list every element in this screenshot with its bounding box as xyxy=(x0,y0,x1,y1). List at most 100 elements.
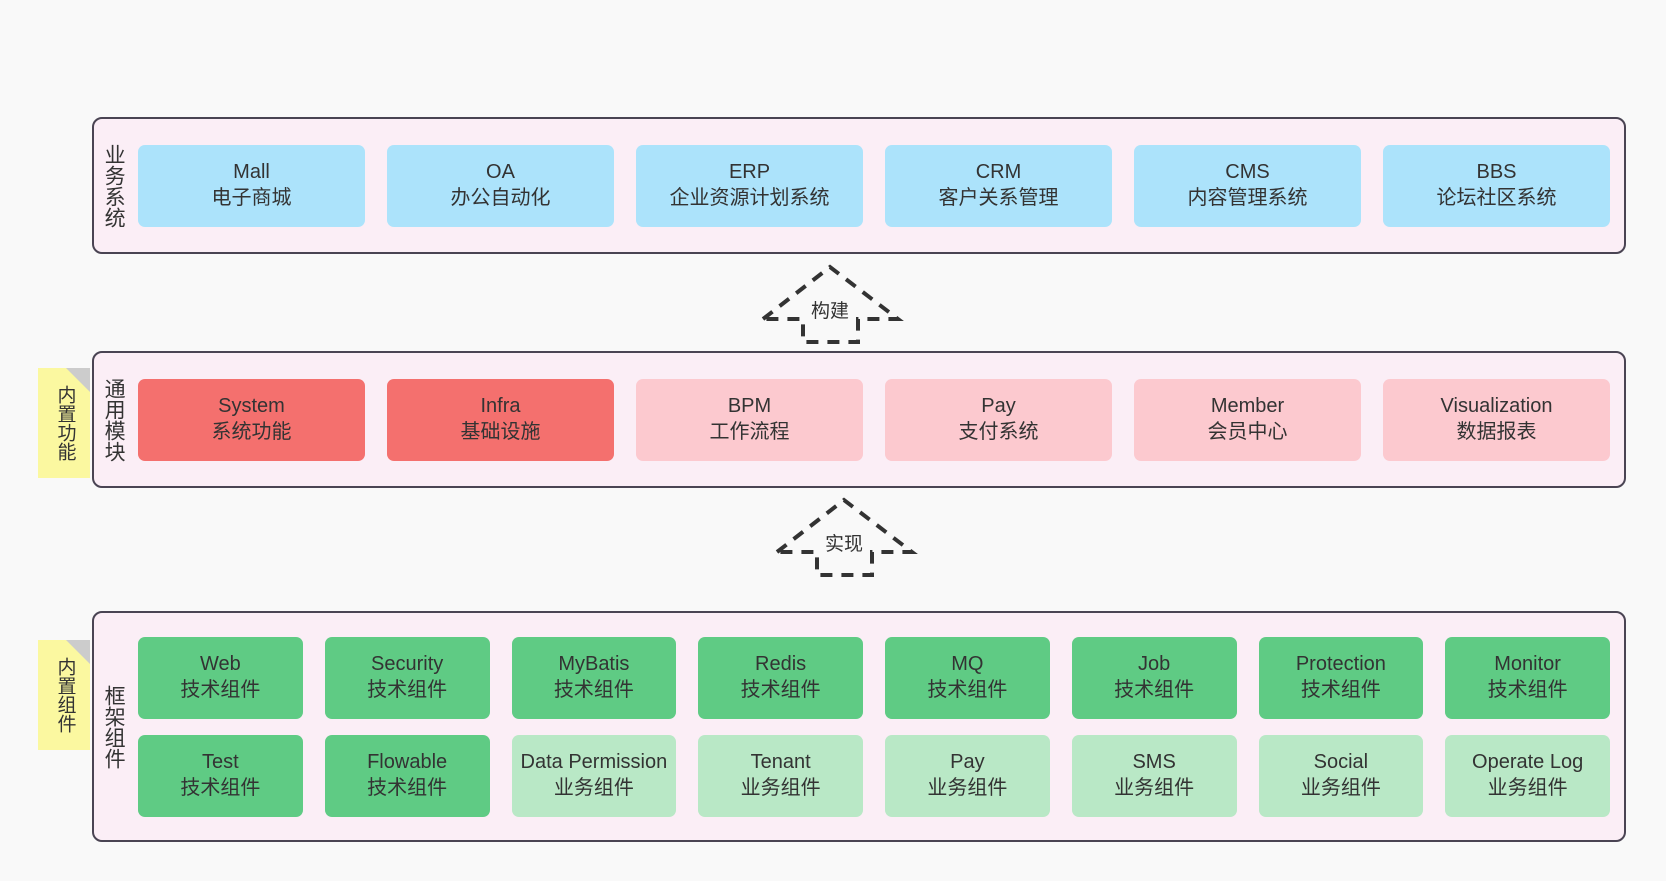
node-title: CRM xyxy=(975,160,1022,183)
node-title: Tenant xyxy=(750,750,811,773)
node-title: BPM xyxy=(727,394,772,417)
node-title: ERP xyxy=(728,160,771,183)
node-operate-log[interactable]: Operate Log 业务组件 xyxy=(1445,734,1610,817)
node-subtitle: 业务组件 xyxy=(927,776,1008,799)
node-subtitle: 技术组件 xyxy=(367,776,448,799)
sticky-note-label: 内置组件 xyxy=(54,657,76,733)
sticky-note-builtin-components[interactable]: 内置组件 xyxy=(38,640,90,750)
node-infra[interactable]: Infra 基础设施 xyxy=(387,378,614,461)
node-mybatis[interactable]: MyBatis 技术组件 xyxy=(511,636,677,719)
node-title: Monitor xyxy=(1494,652,1561,675)
node-subtitle: 会员中心 xyxy=(1207,420,1288,443)
layer-common-modules: 通用模块 System 系统功能 Infra 基础设施 BPM 工作流程 Pay… xyxy=(92,351,1626,488)
layer-body-framework-components: Web 技术组件 Security 技术组件 MyBatis 技术组件 Redi… xyxy=(132,613,1624,840)
node-protection[interactable]: Protection 技术组件 xyxy=(1258,636,1424,719)
sticky-note-label: 内置功能 xyxy=(54,385,76,461)
node-title: Pay xyxy=(981,394,1016,417)
node-mall[interactable]: Mall 电子商城 xyxy=(138,144,365,227)
node-subtitle: 办公自动化 xyxy=(450,186,551,209)
implement-arrow-shape xyxy=(771,497,918,577)
node-title: Member xyxy=(1210,394,1285,417)
node-flowable[interactable]: Flowable 技术组件 xyxy=(324,734,490,817)
node-subtitle: 电子商城 xyxy=(211,186,292,209)
node-erp[interactable]: ERP 企业资源计划系统 xyxy=(636,144,863,227)
node-subtitle: 技术组件 xyxy=(553,678,634,701)
layer-label-framework-components: 框架组件 xyxy=(102,684,126,769)
node-subtitle: 技术组件 xyxy=(740,678,821,701)
node-subtitle: 数据报表 xyxy=(1456,420,1537,443)
node-sms[interactable]: SMS 业务组件 xyxy=(1071,734,1237,817)
node-web[interactable]: Web 技术组件 xyxy=(138,636,303,719)
node-row: Mall 电子商城 OA 办公自动化 ERP 企业资源计划系统 CRM 客户关系… xyxy=(138,144,1610,227)
node-title: CMS xyxy=(1225,160,1270,183)
node-row: Web 技术组件 Security 技术组件 MyBatis 技术组件 Redi… xyxy=(138,636,1610,719)
node-title: Data Permission xyxy=(520,750,668,773)
layer-label-common-modules: 通用模块 xyxy=(102,377,126,462)
node-system[interactable]: System 系统功能 xyxy=(138,378,365,461)
folded-corner-icon xyxy=(66,368,90,392)
node-data-permission[interactable]: Data Permission 业务组件 xyxy=(511,734,677,817)
node-subtitle: 企业资源计划系统 xyxy=(669,186,830,209)
build-arrow-label: 构建 xyxy=(810,301,850,322)
node-oa[interactable]: OA 办公自动化 xyxy=(387,144,614,227)
node-title: Pay xyxy=(950,750,985,773)
node-title: Social xyxy=(1313,750,1369,773)
node-subtitle: 技术组件 xyxy=(927,678,1008,701)
node-monitor[interactable]: Monitor 技术组件 xyxy=(1445,636,1610,719)
node-subtitle: 论坛社区系统 xyxy=(1436,186,1557,209)
node-subtitle: 系统功能 xyxy=(211,420,292,443)
node-subtitle: 工作流程 xyxy=(709,420,790,443)
build-arrow-shape xyxy=(757,264,904,344)
node-title: Mall xyxy=(233,160,270,183)
implement-arrow-label: 实现 xyxy=(824,534,864,555)
node-subtitle: 客户关系管理 xyxy=(938,186,1059,209)
node-title: Job xyxy=(1138,652,1171,675)
node-bpm[interactable]: BPM 工作流程 xyxy=(636,378,863,461)
node-title: Security xyxy=(371,652,444,675)
node-title: Protection xyxy=(1295,652,1386,675)
node-title: Web xyxy=(199,652,241,675)
node-subtitle: 业务组件 xyxy=(553,776,634,799)
node-pay-component[interactable]: Pay 业务组件 xyxy=(885,734,1050,817)
node-title: MQ xyxy=(951,652,984,675)
node-pay-module[interactable]: Pay 支付系统 xyxy=(885,378,1112,461)
node-subtitle: 技术组件 xyxy=(180,776,261,799)
node-subtitle: 业务组件 xyxy=(1114,776,1195,799)
node-title: Infra xyxy=(480,394,521,417)
node-subtitle: 技术组件 xyxy=(1114,678,1195,701)
node-job[interactable]: Job 技术组件 xyxy=(1071,636,1237,719)
node-tenant[interactable]: Tenant 业务组件 xyxy=(698,734,863,817)
node-member[interactable]: Member 会员中心 xyxy=(1134,378,1361,461)
node-security[interactable]: Security 技术组件 xyxy=(324,636,490,719)
node-title: Visualization xyxy=(1440,394,1553,417)
folded-corner-icon xyxy=(66,640,90,664)
node-title: Flowable xyxy=(367,750,448,773)
node-crm[interactable]: CRM 客户关系管理 xyxy=(885,144,1112,227)
node-title: Operate Log xyxy=(1472,750,1584,773)
node-title: SMS xyxy=(1132,750,1176,773)
node-row: Test 技术组件 Flowable 技术组件 Data Permission … xyxy=(138,734,1610,817)
node-subtitle: 业务组件 xyxy=(740,776,821,799)
node-subtitle: 技术组件 xyxy=(1300,678,1381,701)
node-visualization[interactable]: Visualization 数据报表 xyxy=(1383,378,1610,461)
layer-body-common-modules: System 系统功能 Infra 基础设施 BPM 工作流程 Pay 支付系统… xyxy=(132,353,1624,486)
node-subtitle: 技术组件 xyxy=(367,678,448,701)
node-mq[interactable]: MQ 技术组件 xyxy=(885,636,1050,719)
node-subtitle: 业务组件 xyxy=(1487,776,1568,799)
node-title: BBS xyxy=(1476,160,1517,183)
node-subtitle: 基础设施 xyxy=(460,420,541,443)
node-social[interactable]: Social 业务组件 xyxy=(1258,734,1424,817)
node-subtitle: 技术组件 xyxy=(1487,678,1568,701)
layer-framework-components: 框架组件 Web 技术组件 Security 技术组件 MyBatis 技术组件… xyxy=(92,611,1626,842)
node-title: Redis xyxy=(755,652,807,675)
node-redis[interactable]: Redis 技术组件 xyxy=(698,636,863,719)
node-bbs[interactable]: BBS 论坛社区系统 xyxy=(1383,144,1610,227)
node-subtitle: 内容管理系统 xyxy=(1187,186,1308,209)
sticky-note-builtin-features[interactable]: 内置功能 xyxy=(38,368,90,478)
node-test[interactable]: Test 技术组件 xyxy=(138,734,303,817)
node-title: OA xyxy=(486,160,515,183)
layer-label-business-systems: 业务系统 xyxy=(102,143,126,228)
node-cms[interactable]: CMS 内容管理系统 xyxy=(1134,144,1361,227)
node-subtitle: 业务组件 xyxy=(1300,776,1381,799)
